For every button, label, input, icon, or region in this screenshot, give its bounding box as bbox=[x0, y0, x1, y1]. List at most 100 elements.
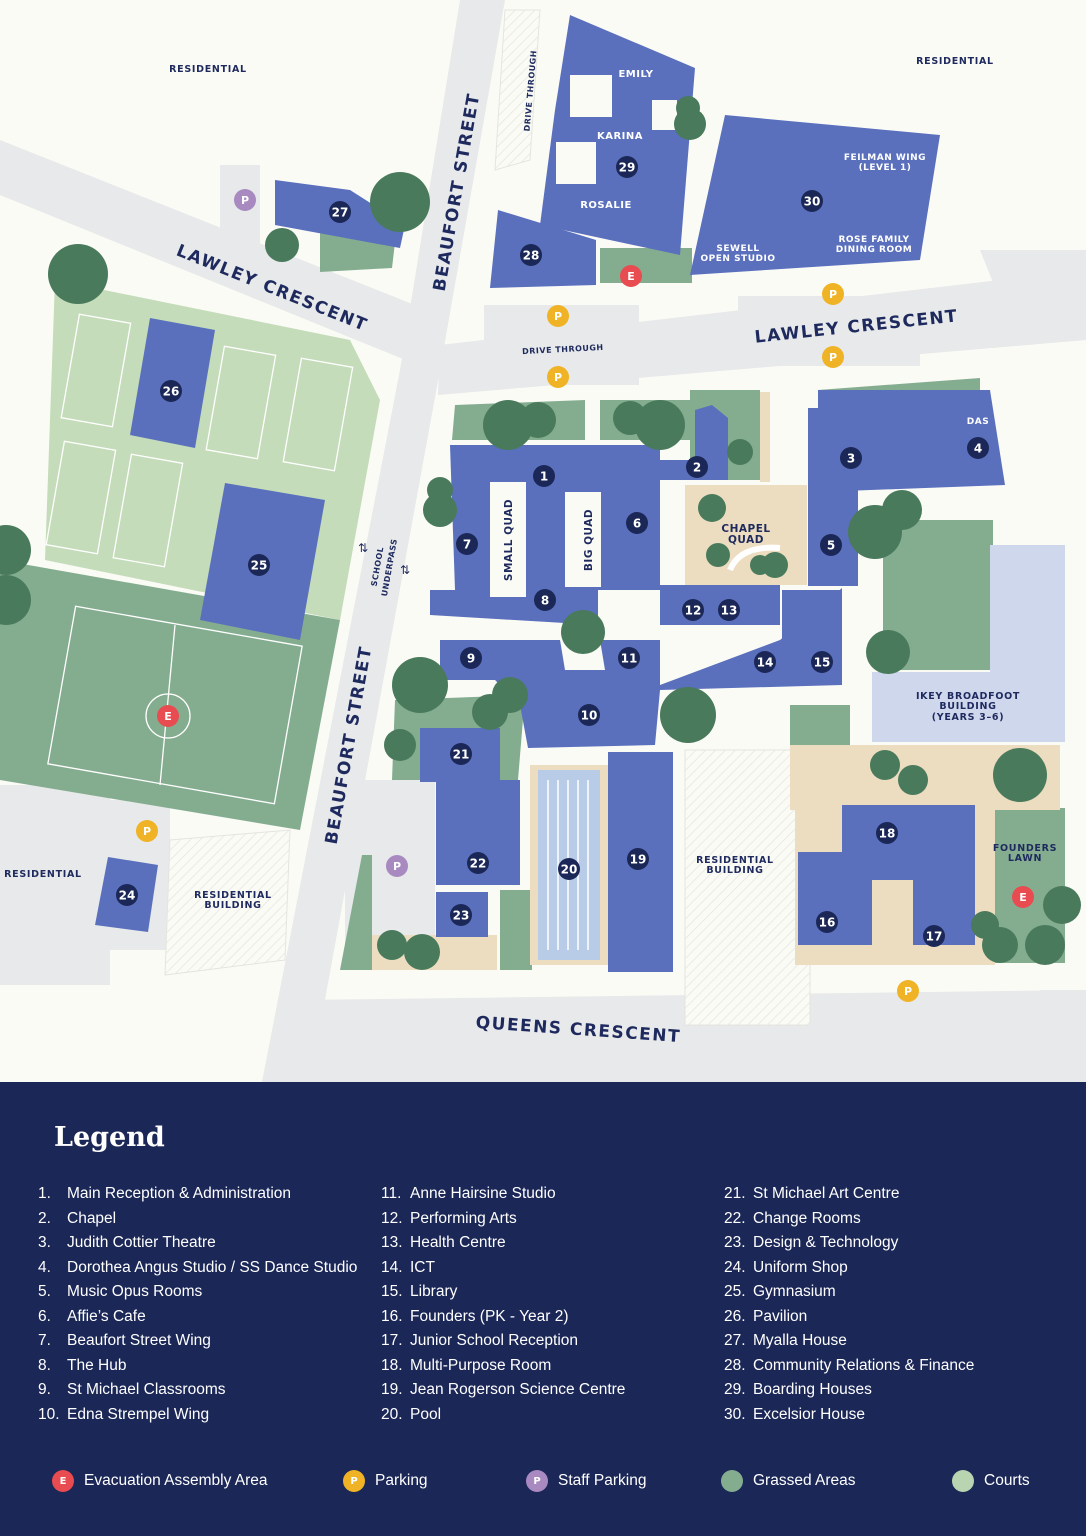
marker-circle bbox=[329, 201, 351, 223]
building-marker-16[interactable]: 16 bbox=[816, 911, 838, 933]
building-marker-14[interactable]: 14 bbox=[754, 651, 776, 673]
legend-item: 18.Multi-Purpose Room bbox=[381, 1354, 721, 1379]
building-marker-29[interactable]: 29 bbox=[616, 156, 638, 178]
building-marker-12[interactable]: 12 bbox=[682, 599, 704, 621]
legend-item: 30.Excelsior House bbox=[724, 1403, 1064, 1428]
marker-number: 7 bbox=[463, 538, 471, 552]
legend-item: 12.Performing Arts bbox=[381, 1207, 721, 1232]
building-marker-13[interactable]: 13 bbox=[718, 599, 740, 621]
legend-item: 10. Edna Strempel Wing bbox=[38, 1403, 378, 1428]
building-marker-10[interactable]: 10 bbox=[578, 704, 600, 726]
pin-circle bbox=[386, 855, 408, 877]
legend-item: 26.Pavilion bbox=[724, 1305, 1064, 1330]
marker-number: 11 bbox=[621, 652, 638, 666]
legend-item: 11.Anne Hairsine Studio bbox=[381, 1182, 721, 1207]
parking-pin-icon: P bbox=[547, 305, 569, 327]
legend-item-number: 3. bbox=[38, 1234, 51, 1252]
legend-item-label: Change Rooms bbox=[753, 1209, 861, 1227]
evacuation-pin-icon: E bbox=[157, 705, 179, 727]
building-marker-1[interactable]: 1 bbox=[533, 465, 555, 487]
marker-number: 4 bbox=[974, 442, 982, 456]
key-evacuation: E Evacuation Assembly Area bbox=[52, 1470, 268, 1492]
legend-item-number: 10. bbox=[38, 1405, 60, 1423]
legend-item: 20.Pool bbox=[381, 1403, 721, 1428]
legend-item-number: 23. bbox=[724, 1234, 746, 1252]
legend-item-number: 1. bbox=[38, 1185, 51, 1203]
building-marker-26[interactable]: 26 bbox=[160, 380, 182, 402]
building-marker-18[interactable]: 18 bbox=[876, 822, 898, 844]
building-marker-23[interactable]: 23 bbox=[450, 904, 472, 926]
karina-label: KARINA bbox=[597, 131, 643, 142]
ikey-broadfoot-label-3: (YEARS 3–6) bbox=[932, 712, 1005, 723]
chapel-quad-label: CHAPEL bbox=[721, 523, 770, 535]
pin-circle bbox=[547, 366, 569, 388]
marker-circle bbox=[450, 904, 472, 926]
legend-item-label: Health Centre bbox=[410, 1234, 506, 1252]
marker-circle bbox=[456, 533, 478, 555]
marker-number: 16 bbox=[819, 916, 836, 930]
rose-family-dining-label: ROSE FAMILY bbox=[838, 235, 909, 245]
building-marker-15[interactable]: 15 bbox=[811, 651, 833, 673]
rosalie-label: ROSALIE bbox=[580, 200, 632, 211]
key-staff-parking: P Staff Parking bbox=[526, 1470, 646, 1492]
marker-circle bbox=[116, 884, 138, 906]
grass-swatch-icon bbox=[721, 1470, 743, 1492]
building-marker-6[interactable]: 6 bbox=[626, 512, 648, 534]
pin-letter: E bbox=[164, 710, 172, 723]
pin-letter: E bbox=[627, 270, 635, 283]
building-marker-30[interactable]: 30 bbox=[801, 190, 823, 212]
building-marker-22[interactable]: 22 bbox=[467, 852, 489, 874]
legend-item-label: Junior School Reception bbox=[410, 1332, 579, 1350]
legend-item-number: 19. bbox=[381, 1381, 403, 1399]
legend-item: 25.Gymnasium bbox=[724, 1280, 1064, 1305]
building-marker-9[interactable]: 9 bbox=[460, 647, 482, 669]
legend-item-number: 27. bbox=[724, 1332, 746, 1350]
legend-item: 19.Jean Rogerson Science Centre bbox=[381, 1378, 721, 1403]
marker-number: 3 bbox=[847, 452, 855, 466]
building-marker-3[interactable]: 3 bbox=[840, 447, 862, 469]
legend-item-number: 28. bbox=[724, 1356, 746, 1374]
legend-item-label: Edna Strempel Wing bbox=[67, 1405, 210, 1423]
legend-item-number: 17. bbox=[381, 1332, 403, 1350]
key-parking: P Parking bbox=[343, 1470, 428, 1492]
residential-building-hatch-1 bbox=[164, 829, 291, 976]
evacuation-pin-icon: E bbox=[620, 265, 642, 287]
marker-circle bbox=[534, 589, 556, 611]
ikey-broadfoot-label-2: BUILDING bbox=[939, 701, 996, 712]
marker-number: 10 bbox=[581, 709, 598, 723]
marker-number: 8 bbox=[541, 594, 549, 608]
marker-number: 26 bbox=[163, 385, 180, 399]
marker-circle bbox=[467, 852, 489, 874]
legend-item-label: Main Reception & Administration bbox=[67, 1185, 292, 1203]
legend-item: 22.Change Rooms bbox=[724, 1207, 1064, 1232]
legend-item: 16.Founders (PK - Year 2) bbox=[381, 1305, 721, 1330]
building-marker-19[interactable]: 19 bbox=[627, 848, 649, 870]
legend-item: 4.Dorothea Angus Studio / SS Dance Studi… bbox=[38, 1256, 378, 1281]
building-marker-5[interactable]: 5 bbox=[820, 534, 842, 556]
building-marker-7[interactable]: 7 bbox=[456, 533, 478, 555]
building-marker-4[interactable]: 4 bbox=[967, 437, 989, 459]
marker-circle bbox=[686, 456, 708, 478]
legend-item-label: Myalla House bbox=[753, 1332, 847, 1350]
building-marker-27[interactable]: 27 bbox=[329, 201, 351, 223]
marker-circle bbox=[616, 156, 638, 178]
building-marker-24[interactable]: 24 bbox=[116, 884, 138, 906]
building-marker-21[interactable]: 21 bbox=[450, 743, 472, 765]
residential-building-1-label: RESIDENTIAL bbox=[194, 890, 272, 901]
legend-item: 24.Uniform Shop bbox=[724, 1256, 1064, 1281]
legend-item: 23.Design & Technology bbox=[724, 1231, 1064, 1256]
marker-circle bbox=[618, 647, 640, 669]
buildings bbox=[95, 15, 1005, 972]
legend-item-number: 11. bbox=[381, 1185, 402, 1203]
building-marker-17[interactable]: 17 bbox=[923, 925, 945, 947]
building-marker-25[interactable]: 25 bbox=[248, 554, 270, 576]
underpass-arrow-up-icon: ⇅ bbox=[358, 541, 368, 555]
pin-circle bbox=[547, 305, 569, 327]
building-marker-28[interactable]: 28 bbox=[520, 244, 542, 266]
building-marker-20[interactable]: 20 bbox=[558, 858, 580, 880]
building-marker-2[interactable]: 2 bbox=[686, 456, 708, 478]
building-marker-8[interactable]: 8 bbox=[534, 589, 556, 611]
building-marker-11[interactable]: 11 bbox=[618, 647, 640, 669]
